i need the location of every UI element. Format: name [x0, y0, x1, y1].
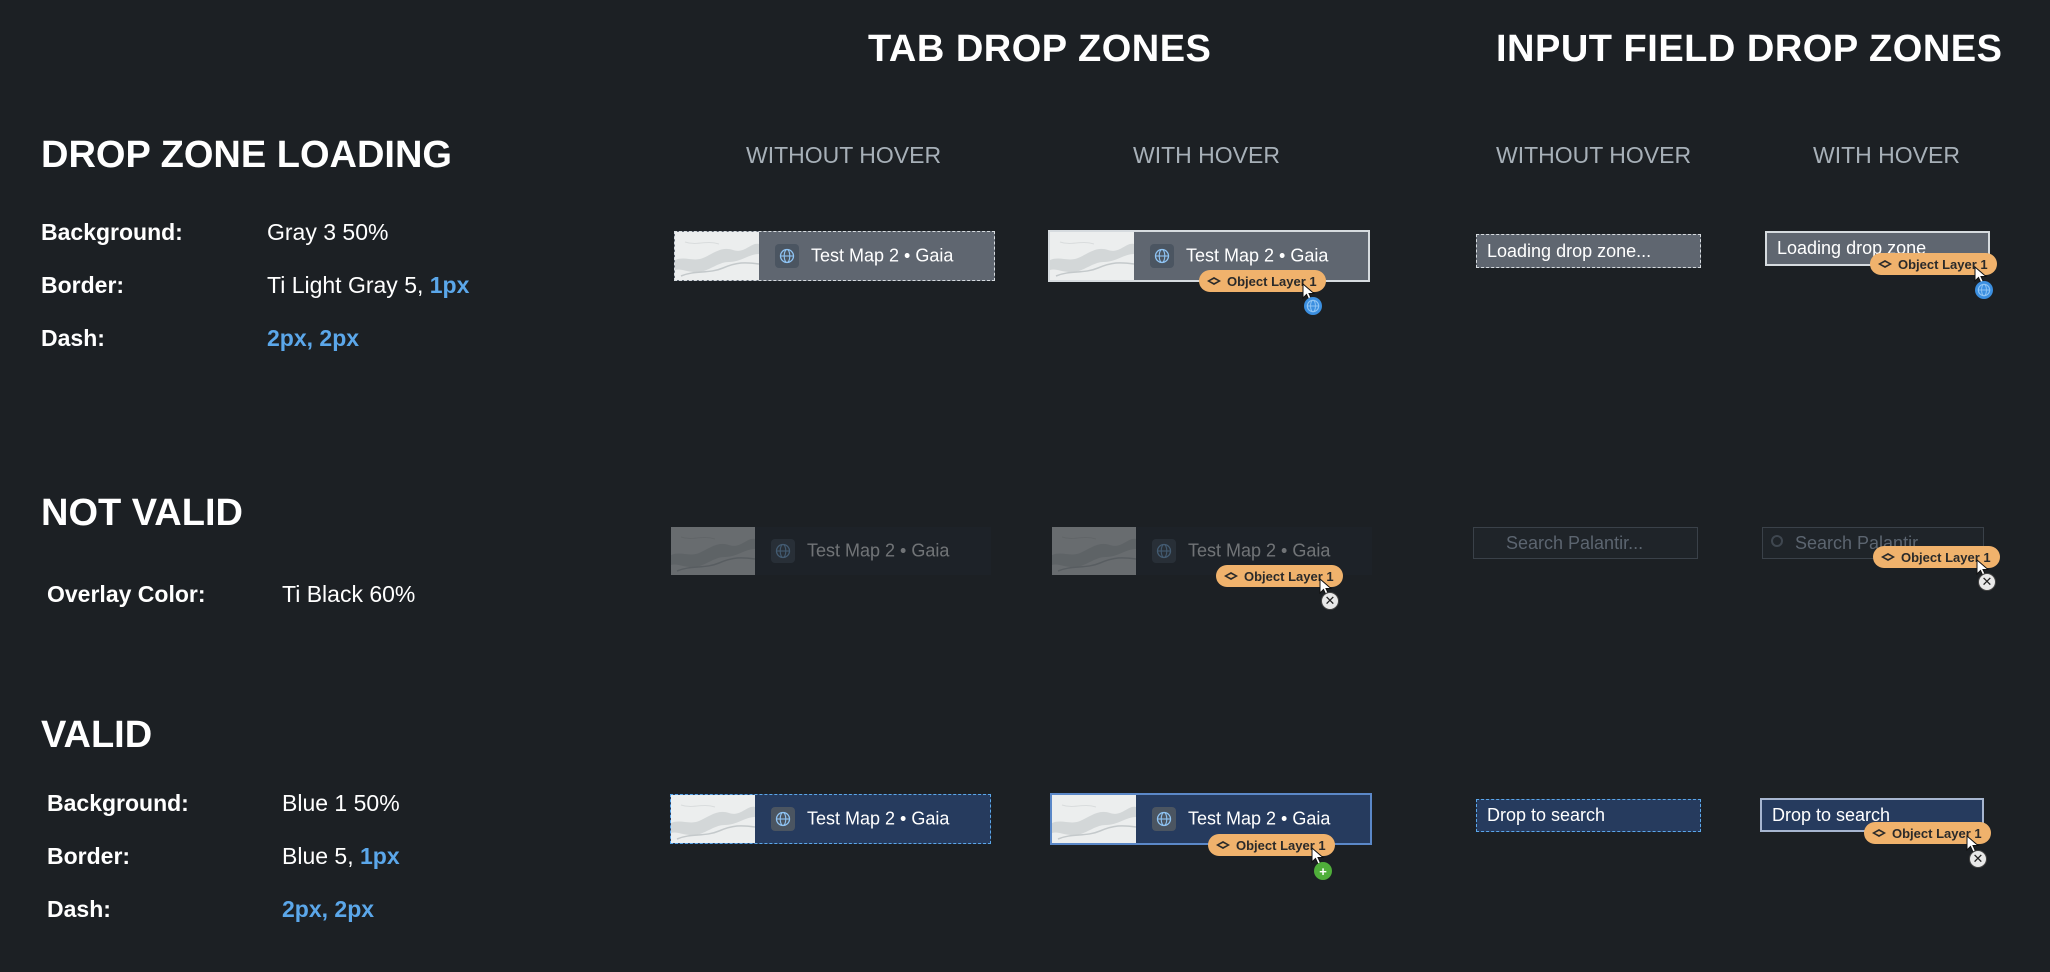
globe-icon [1150, 244, 1174, 268]
loading-background-label: Background: [41, 219, 183, 245]
tab-label: Test Map 2 • Gaia [1186, 245, 1329, 266]
section-title-not-valid: NOT VALID [41, 492, 243, 534]
valid-background-value: Blue 1 50% [282, 790, 400, 816]
loading-dash-value: 2px, 2px [267, 325, 360, 351]
drag-chip-label: Object Layer 1 [1244, 568, 1334, 584]
globe-icon [1152, 807, 1176, 831]
layer-diamond-icon [1878, 260, 1892, 268]
tab-label: Test Map 2 • Gaia [811, 245, 954, 266]
not-valid-overlay-label: Overlay Color: [47, 581, 206, 607]
tab-without-hover-header: WITHOUT HOVER [746, 142, 942, 168]
tab-label: Test Map 2 • Gaia [807, 808, 950, 829]
section-title-valid: VALID [41, 714, 153, 756]
drag-chip-label: Object Layer 1 [1892, 825, 1982, 841]
valid-border-width: 1px [360, 843, 400, 869]
drag-chip-label: Object Layer 1 [1901, 549, 1991, 565]
layer-diamond-icon [1881, 553, 1895, 561]
drag-chip-label: Object Layer 1 [1227, 273, 1317, 289]
search-drop-zone-valid[interactable]: Drop to search [1476, 799, 1701, 832]
valid-dash-value: 2px, 2px [282, 896, 375, 922]
field-without-hover-header: WITHOUT HOVER [1496, 142, 1692, 168]
valid-dash-label: Dash: [47, 896, 111, 922]
search-placeholder: Search Palantir... [1506, 532, 1644, 553]
globe-icon [1975, 281, 1993, 299]
close-circle-icon: ✕ [1969, 850, 1987, 868]
valid-border-label: Border: [47, 843, 131, 869]
map-thumbnail [1050, 232, 1134, 280]
loading-border-label: Border: [41, 272, 125, 298]
not-valid-overlay-value: Ti Black 60% [282, 581, 416, 607]
map-thumbnail [671, 795, 755, 843]
tab-drop-zone-loading[interactable]: Test Map 2 • Gaia [674, 231, 995, 281]
layer-diamond-icon [1216, 841, 1230, 849]
loading-border-width: 1px [429, 272, 470, 298]
drag-chip: Object Layer 1 [1870, 253, 1997, 275]
close-circle-icon: ✕ [1321, 592, 1339, 610]
drag-chip-label: Object Layer 1 [1898, 256, 1988, 272]
close-circle-icon: ✕ [1978, 573, 1996, 591]
layer-diamond-icon [1872, 829, 1886, 837]
valid-background-label: Background: [47, 790, 189, 816]
tab-drop-zones-title: TAB DROP ZONES [868, 28, 1212, 70]
map-thumbnail [675, 232, 759, 280]
layer-diamond-icon [1207, 277, 1221, 285]
globe-icon [1304, 297, 1322, 315]
drag-chip: Object Layer 1 [1208, 834, 1335, 856]
loading-border-color: Ti Light Gray 5, [267, 272, 424, 298]
input-drop-zone-loading[interactable]: Loading drop zone... [1476, 234, 1701, 268]
tab-label: Test Map 2 • Gaia [1188, 808, 1331, 829]
search-icon [1771, 535, 1783, 547]
map-thumbnail [1052, 795, 1136, 843]
drag-chip: Object Layer 1 [1873, 546, 2000, 568]
section-title-loading: DROP ZONE LOADING [41, 134, 452, 176]
drag-chip-label: Object Layer 1 [1236, 837, 1326, 853]
input-field-drop-zones-title: INPUT FIELD DROP ZONES [1496, 28, 2003, 70]
drag-chip: Object Layer 1 [1216, 565, 1343, 587]
globe-icon [775, 244, 799, 268]
drag-chip: Object Layer 1 [1199, 270, 1326, 292]
plus-circle-icon: + [1314, 862, 1332, 880]
invalid-overlay [671, 527, 991, 575]
loading-dash-label: Dash: [41, 325, 105, 351]
valid-border-value: Blue 5, 1px [282, 843, 400, 870]
valid-border-color: Blue 5, [282, 843, 354, 869]
globe-icon [771, 807, 795, 831]
tab-drop-zone-valid[interactable]: Test Map 2 • Gaia [670, 794, 991, 844]
loading-border-value: Ti Light Gray 5, 1px [267, 272, 469, 299]
loading-background-value: Gray 3 50% [267, 219, 389, 245]
tab-drop-zone-invalid[interactable]: Test Map 2 • Gaia [671, 527, 991, 575]
layer-diamond-icon [1224, 572, 1238, 580]
field-with-hover-header: WITH HOVER [1813, 142, 1960, 168]
drag-chip: Object Layer 1 [1864, 822, 1991, 844]
tab-with-hover-header: WITH HOVER [1133, 142, 1280, 168]
search-input-invalid[interactable]: Search Palantir... [1473, 527, 1698, 559]
